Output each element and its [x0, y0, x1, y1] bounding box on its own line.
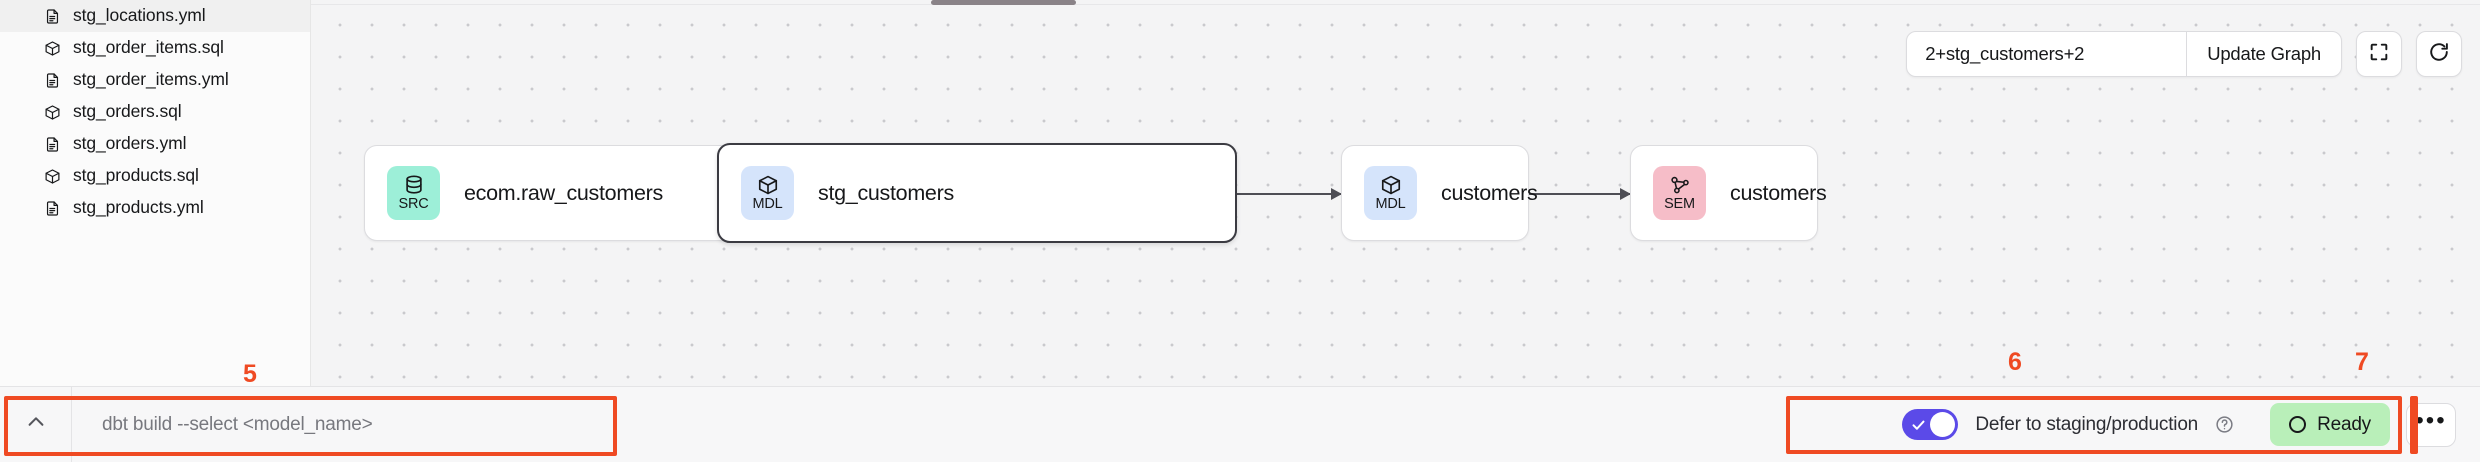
toggle-knob [1930, 412, 1956, 437]
canvas-top-divider [311, 4, 2480, 5]
node-badge-mdl: MDL [1364, 166, 1417, 220]
command-bar-collapse-button[interactable] [0, 386, 72, 462]
file-item-label: stg_products.yml [73, 197, 204, 218]
edge-stg-to-mdl [1236, 188, 1342, 200]
file-list: stg_locations.yml stg_order_items.sql stg_… [0, 0, 310, 224]
defer-toggle-group: Defer to staging/production [1888, 394, 2252, 456]
dag-node-customers-mdl[interactable]: MDL customers [1341, 145, 1538, 241]
file-yml-icon [44, 200, 61, 217]
cube-sql-icon [44, 168, 61, 185]
check-icon [1911, 417, 1926, 432]
main-content-row: stg_locations.yml stg_order_items.sql stg_… [0, 0, 2480, 386]
fullscreen-button[interactable] [2356, 31, 2402, 77]
defer-label: Defer to staging/production [1975, 413, 2199, 435]
node-label: customers [1730, 180, 1827, 205]
cube-icon [1380, 174, 1402, 196]
defer-toggle[interactable] [1902, 409, 1959, 440]
more-options-button[interactable]: ••• [2406, 402, 2456, 447]
dag-node-customers-sem[interactable]: SEM customers [1630, 145, 1827, 241]
node-badge-label: SRC [398, 196, 429, 213]
refresh-icon [2428, 41, 2450, 68]
file-item-stg_orders-sql[interactable]: stg_orders.sql [0, 96, 310, 128]
lineage-graph-canvas[interactable]: Update Graph [311, 0, 2480, 386]
command-input[interactable] [72, 386, 498, 462]
status-label: Ready [2317, 413, 2371, 435]
file-item-label: stg_orders.sql [73, 101, 182, 122]
status-badge-ready[interactable]: Ready [2270, 403, 2390, 446]
node-badge-mdl: MDL [741, 166, 794, 220]
cube-sql-icon [44, 40, 61, 57]
file-item-label: stg_order_items.sql [73, 37, 224, 58]
chevron-up-icon [25, 411, 47, 438]
file-explorer-sidebar[interactable]: stg_locations.yml stg_order_items.sql stg_… [0, 0, 311, 386]
file-item-stg_products-sql[interactable]: stg_products.sql [0, 160, 310, 192]
cube-sql-icon [44, 104, 61, 121]
file-item-stg_order_items-sql[interactable]: stg_order_items.sql [0, 32, 310, 64]
file-item-label: stg_order_items.yml [73, 69, 229, 90]
file-item-label: stg_locations.yml [73, 5, 206, 26]
status-circle-icon [2289, 416, 2307, 433]
file-item-stg_orders-yml[interactable]: stg_orders.yml [0, 128, 310, 160]
file-item-stg_products-yml[interactable]: stg_products.yml [0, 192, 310, 224]
node-badge-label: SEM [1664, 196, 1695, 213]
help-circle-icon[interactable] [2215, 415, 2234, 434]
scrollbar-thumb[interactable] [931, 0, 1076, 5]
edge-mdl-to-sem [1528, 188, 1631, 200]
bottom-bar-right: Defer to staging/production Ready ••• [1888, 387, 2480, 462]
node-badge-sem: SEM [1653, 166, 1706, 220]
file-yml-icon [44, 136, 61, 153]
node-badge-label: MDL [1375, 196, 1406, 213]
network-icon [1669, 174, 1691, 196]
bottom-status-bar: Defer to staging/production Ready ••• [0, 386, 2480, 462]
file-yml-icon [44, 72, 61, 89]
command-bar [0, 386, 498, 462]
toolbar-divider [2186, 32, 2188, 76]
graph-selector-group: Update Graph [1906, 31, 2342, 77]
file-item-label: stg_products.sql [73, 165, 199, 186]
update-graph-button[interactable]: Update Graph [2207, 43, 2321, 64]
dag-node-stg-customers[interactable]: MDL stg_customers [717, 143, 1237, 243]
cube-icon [757, 174, 779, 196]
node-badge-label: MDL [752, 196, 783, 213]
node-label: customers [1441, 180, 1538, 205]
node-label: ecom.raw_customers [464, 180, 663, 205]
database-icon [403, 174, 425, 196]
fullscreen-icon [2368, 41, 2390, 68]
graph-selector-input[interactable] [1907, 32, 2187, 76]
node-badge-src: SRC [387, 166, 440, 220]
graph-toolbar: Update Graph [1906, 31, 2462, 77]
file-item-label: stg_orders.yml [73, 133, 187, 154]
file-item-stg_locations-yml[interactable]: stg_locations.yml [0, 0, 310, 32]
file-item-stg_order_items-yml[interactable]: stg_order_items.yml [0, 64, 310, 96]
refresh-button[interactable] [2416, 31, 2462, 77]
dag-nodes-layer: SRC ecom.raw_customers MDL [311, 0, 2480, 386]
canvas-horizontal-scrollbar[interactable] [311, 0, 2480, 5]
file-yml-icon [44, 8, 61, 25]
status-group: Ready ••• [2252, 402, 2456, 447]
node-label: stg_customers [818, 180, 954, 205]
